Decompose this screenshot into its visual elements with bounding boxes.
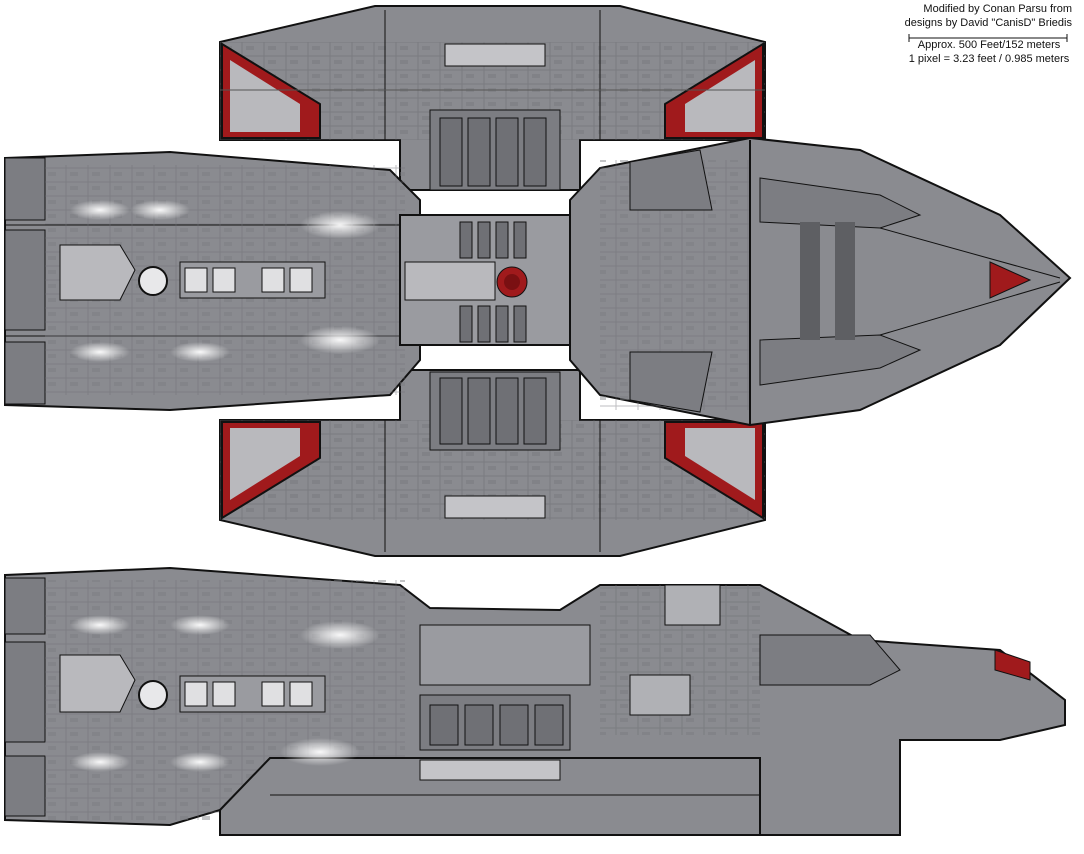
engine-section-top xyxy=(4,150,421,412)
side-view xyxy=(4,566,1066,836)
side-bow-red-marking xyxy=(994,649,1031,681)
scale-length: Approx. 500 Feet/152 meters xyxy=(917,39,1061,51)
credit-line-2: designs by David "CanisD" Briedis xyxy=(904,17,1072,29)
spine-top xyxy=(399,214,571,346)
flight-pod-side xyxy=(219,757,761,836)
flight-pod-upper xyxy=(219,5,766,191)
credit-text: Modified by Conan Parsu from designs by … xyxy=(872,2,1072,30)
bow-red-marking xyxy=(989,261,1032,299)
top-view xyxy=(4,5,1072,557)
scale-text: Approx. 500 Feet/152 meters 1 pixel = 3.… xyxy=(906,38,1072,66)
engine-nozzle-icon xyxy=(4,157,46,221)
bow-top xyxy=(569,136,1072,427)
flight-pod-lower xyxy=(219,369,766,557)
credit-line-1: Modified by Conan Parsu from xyxy=(923,3,1072,15)
scale-pixel-ratio: 1 pixel = 3.23 feet / 0.985 meters xyxy=(908,53,1070,65)
scale-bar-icon xyxy=(908,34,1068,42)
